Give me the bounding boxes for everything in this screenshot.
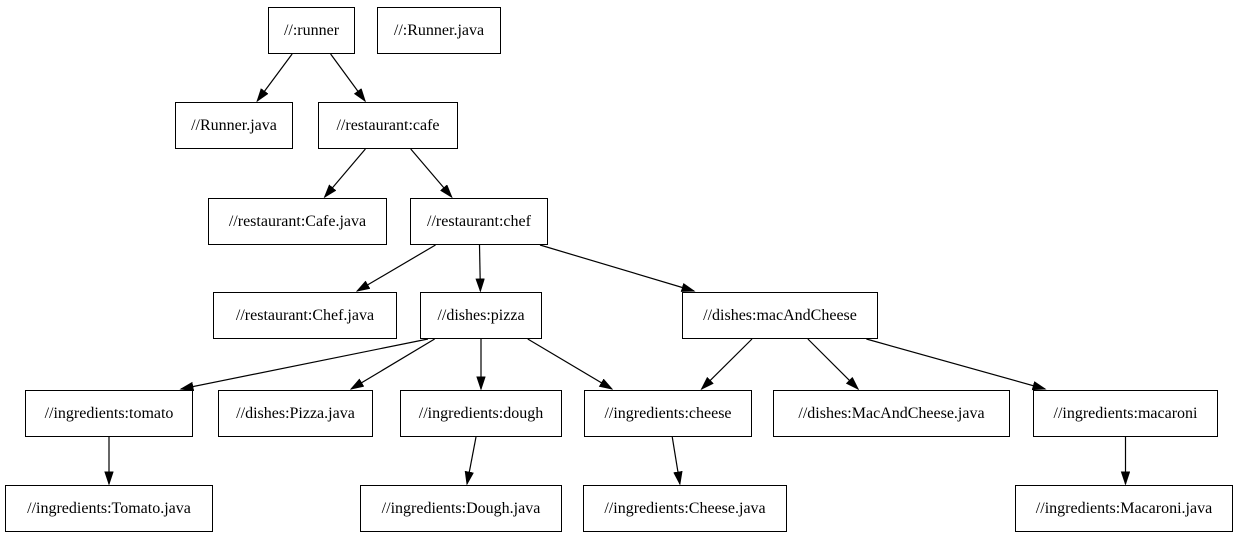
graph-node-cafe-java: //restaurant:Cafe.java [208, 198, 387, 245]
graph-node-runner-java: //Runner.java [175, 102, 293, 149]
graph-node-label: //restaurant:Chef.java [235, 306, 375, 324]
graph-node-label: //dishes:Pizza.java [236, 404, 355, 422]
graph-node-dough-java: //ingredients:Dough.java [360, 485, 562, 532]
graph-edge-mac-and-cheese-to-cheese [702, 338, 753, 389]
graph-node-pizza: //dishes:pizza [420, 292, 542, 339]
graph-node-macaroni-java: //ingredients:Macaroni.java [1015, 485, 1233, 532]
graph-node-label: //Runner.java [191, 116, 277, 134]
graph-node-tomato-java: //ingredients:Tomato.java [5, 485, 213, 532]
graph-node-pizza-java: //dishes:Pizza.java [218, 390, 373, 437]
graph-node-cheese: //ingredients:cheese [584, 390, 752, 437]
graph-node-label: //ingredients:Macaroni.java [1035, 499, 1213, 517]
graph-node-label: //dishes:pizza [437, 306, 525, 324]
graph-node-cheese-java: //ingredients:Cheese.java [583, 485, 787, 532]
graph-node-label: //ingredients:dough [418, 404, 544, 422]
graph-node-label: //restaurant:Cafe.java [228, 212, 367, 230]
graph-node-label: //ingredients:Tomato.java [27, 499, 191, 517]
graph-node-label: //ingredients:cheese [604, 404, 732, 422]
graph-edge-pizza-to-cheese [527, 338, 612, 389]
graph-edge-pizza-to-tomato [181, 338, 429, 389]
graph-edge-cheese-to-cheese-java [671, 436, 680, 484]
graph-node-dough: //ingredients:dough [400, 390, 562, 437]
graph-node-cafe: //restaurant:cafe [318, 102, 458, 149]
graph-edge-mac-and-cheese-to-mac-and-cheese-java [807, 338, 858, 389]
graph-node-label: //ingredients:tomato [44, 404, 174, 422]
graph-node-label: //ingredients:macaroni [1053, 404, 1198, 422]
graph-node-mac-and-cheese: //dishes:macAndCheese [682, 292, 878, 339]
graph-node-runner: //:runner [268, 7, 355, 54]
graph-node-label: //:Runner.java [393, 21, 485, 39]
graph-node-chef: //restaurant:chef [410, 198, 548, 245]
graph-node-chef-java: //restaurant:Chef.java [213, 292, 397, 339]
graph-node-label: //ingredients:Dough.java [381, 499, 541, 517]
graph-node-label: //restaurant:cafe [336, 116, 440, 134]
graph-edge-chef-to-chef-java [357, 244, 436, 291]
graph-node-label: //dishes:MacAndCheese.java [798, 404, 985, 422]
graph-edge-runner-to-runner-java [257, 53, 293, 101]
graph-node-mac-and-cheese-java: //dishes:MacAndCheese.java [773, 390, 1010, 437]
graph-edge-mac-and-cheese-to-macaroni [866, 338, 1045, 389]
graph-node-label: //:runner [283, 21, 340, 39]
graph-edge-cafe-to-chef [410, 148, 452, 197]
graph-node-runner-src: //:Runner.java [377, 7, 501, 54]
graph-node-tomato: //ingredients:tomato [25, 390, 193, 437]
graph-node-macaroni: //ingredients:macaroni [1033, 390, 1218, 437]
graph-edge-dough-to-dough-java [467, 436, 477, 484]
graph-node-label: //dishes:macAndCheese [703, 306, 857, 324]
graph-node-label: //ingredients:Cheese.java [604, 499, 766, 517]
graph-edge-pizza-to-pizza-java [351, 338, 435, 389]
graph-node-label: //restaurant:chef [427, 212, 531, 230]
graph-edge-chef-to-pizza [480, 244, 481, 291]
graph-edge-cafe-to-cafe-java [325, 148, 366, 197]
graph-edge-chef-to-mac-and-cheese [539, 244, 694, 291]
graph-edge-runner-to-cafe [330, 53, 365, 101]
